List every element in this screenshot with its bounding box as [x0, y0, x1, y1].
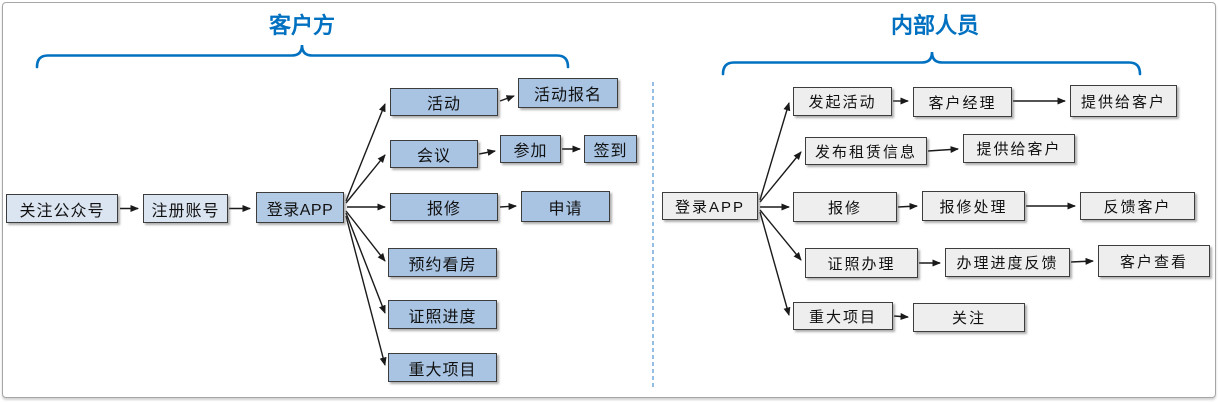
- node-provide-to-customer-2: 提供给客户: [963, 134, 1075, 163]
- node-attend: 参加: [500, 135, 561, 163]
- node-license-handling: 证照办理: [805, 248, 918, 278]
- node-register-account: 注册账号: [143, 194, 228, 223]
- node-license-progress: 证照进度: [388, 300, 497, 329]
- node-apply: 申请: [521, 191, 610, 222]
- node-account-manager: 客户经理: [913, 87, 1012, 117]
- node-login-app-customer: 登录APP: [256, 192, 344, 223]
- node-repair-internal: 报修: [793, 192, 897, 222]
- node-book-viewing: 预约看房: [388, 248, 497, 277]
- node-provide-to-customer-1: 提供给客户: [1070, 85, 1177, 117]
- node-follow-up: 关注: [913, 303, 1025, 332]
- node-activity-signup: 活动报名: [518, 78, 618, 108]
- node-repair-customer: 报修: [390, 193, 498, 221]
- node-major-project-internal: 重大项目: [793, 302, 893, 330]
- node-meeting: 会议: [390, 140, 478, 168]
- node-progress-feedback: 办理进度反馈: [945, 248, 1070, 277]
- node-customer-view: 客户查看: [1098, 245, 1210, 277]
- node-launch-activity: 发起活动: [793, 87, 892, 116]
- node-login-app-internal: 登录APP: [662, 192, 758, 220]
- left-section-title: 客户方: [268, 13, 335, 38]
- node-major-project-customer: 重大项目: [388, 353, 497, 382]
- node-publish-rental-info: 发布租赁信息: [805, 137, 927, 165]
- node-repair-handling: 报修处理: [922, 191, 1025, 221]
- left-brace: [35, 44, 570, 69]
- node-follow-official-account: 关注公众号: [6, 194, 118, 223]
- right-brace: [721, 51, 1142, 76]
- node-feedback-customer: 反馈客户: [1080, 192, 1195, 220]
- node-checkin: 签到: [584, 135, 637, 163]
- right-section-title: 内部人员: [890, 13, 979, 38]
- node-activity: 活动: [390, 88, 498, 116]
